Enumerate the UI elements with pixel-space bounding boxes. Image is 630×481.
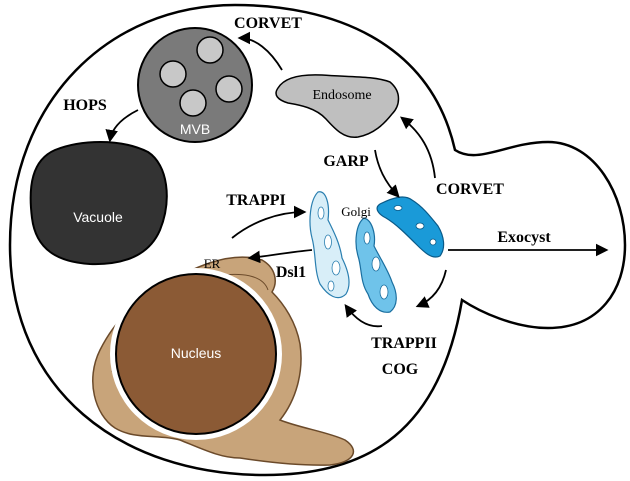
er-label: ER: [204, 256, 221, 271]
corvet-right-label: CORVET: [436, 181, 504, 198]
arrow-endosome-to-golgi: [374, 149, 400, 198]
mvb-vesicle: [196, 36, 224, 64]
mvb: MVB: [137, 27, 253, 143]
mvb-body: [137, 27, 253, 143]
complex-labels: CORVET HOPS GARP CORVET TRAPPI Dsl1 TRAP…: [63, 15, 551, 378]
arrow-er-to-golgi: [231, 205, 307, 239]
corvet-top-label: CORVET: [234, 15, 302, 32]
golgi-fenestra: [363, 231, 371, 245]
garp-label: GARP: [323, 153, 369, 170]
golgi-fenestra: [393, 205, 403, 211]
arrow-golgi-to-endosome: [400, 116, 436, 179]
golgi-fenestra: [327, 280, 335, 292]
nucleus: Nucleus: [110, 268, 282, 440]
golgi-fenestra: [371, 256, 381, 272]
endosome-label: Endosome: [312, 88, 371, 103]
dsl1-label: Dsl1: [276, 264, 306, 281]
golgi: Golgi: [309, 191, 445, 313]
vacuole: Vacuole: [29, 141, 168, 266]
mvb-vesicle: [179, 89, 207, 117]
golgi-fenestra: [379, 284, 389, 300]
endosome: Endosome: [275, 74, 400, 138]
arrow-endosome-to-mvb: [237, 31, 283, 71]
mvb-vesicle: [215, 75, 243, 103]
endosome-body: [275, 74, 400, 138]
golgi-fenestra: [317, 206, 325, 220]
golgi-fenestra: [324, 234, 332, 250]
arrow-golgi-to-er: [247, 249, 313, 264]
vacuole-body: [29, 141, 168, 266]
nucleus-body: [115, 273, 277, 435]
golgi-fenestra: [415, 222, 425, 230]
trafficking-arrows: [105, 31, 609, 328]
vacuole-label: Vacuole: [73, 209, 123, 225]
trappi-label: TRAPPI: [226, 192, 286, 209]
exocyst-label: Exocyst: [497, 229, 551, 246]
golgi-fenestra: [429, 238, 437, 246]
hops-label: HOPS: [63, 97, 107, 114]
nucleus-label: Nucleus: [171, 345, 222, 361]
golgi-trans-cisterna: [376, 196, 445, 258]
golgi-label: Golgi: [341, 204, 371, 219]
golgi-fenestra: [331, 260, 341, 276]
trappii-label: TRAPPII: [371, 335, 437, 352]
arrow-golgi-trans-to-medial: [415, 269, 447, 308]
cog-label: COG: [382, 361, 419, 378]
mvb-label: MVB: [180, 121, 210, 137]
mvb-vesicle: [159, 60, 187, 88]
arrow-mvb-to-vacuole: [105, 109, 139, 143]
arrow-golgi-medial-to-cis: [344, 303, 383, 328]
